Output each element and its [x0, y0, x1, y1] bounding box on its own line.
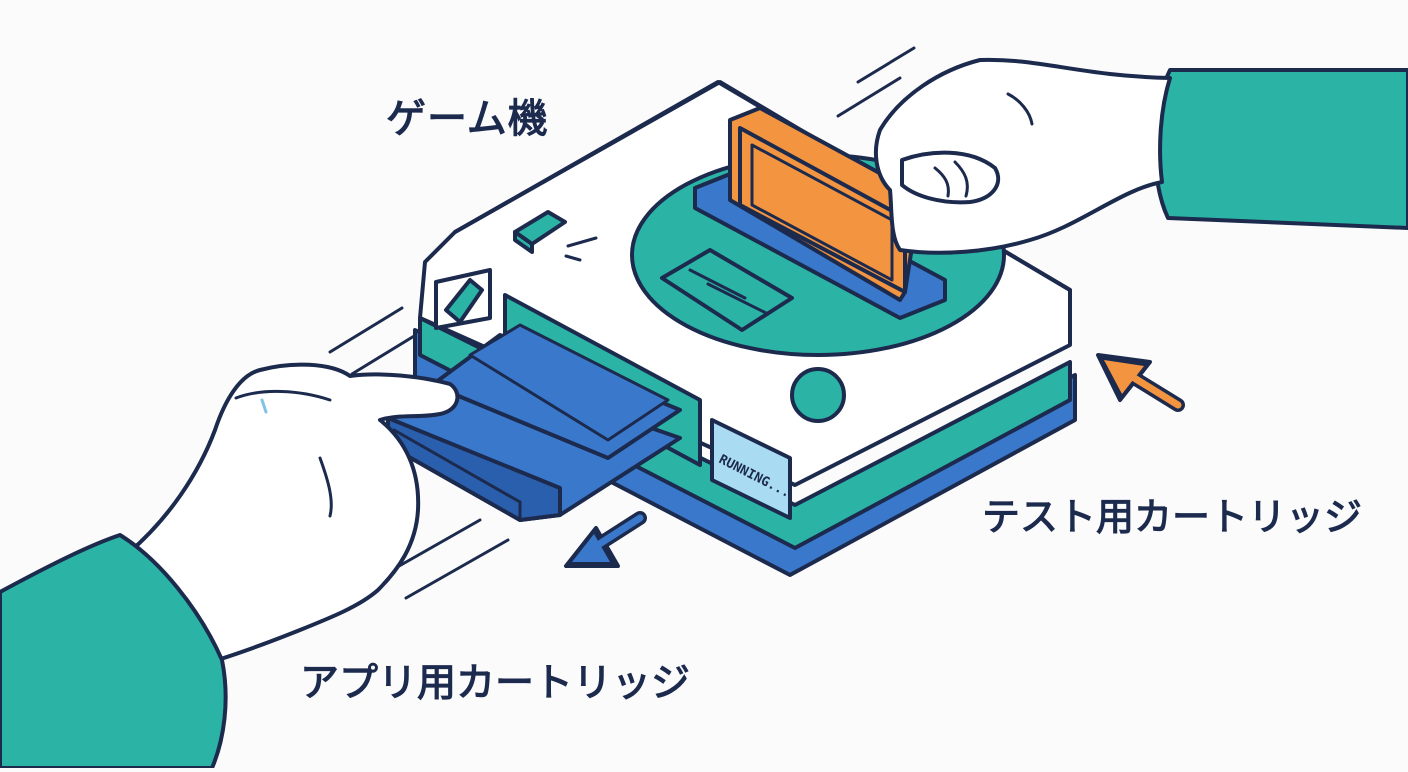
- eject-arrow-icon: [564, 511, 647, 568]
- insert-arrow-icon: [1096, 353, 1185, 412]
- console-side-band: [418, 316, 1072, 550]
- console-label: ゲーム機: [386, 96, 549, 142]
- test-cartridge: [693, 106, 947, 320]
- status-screen: [710, 418, 792, 520]
- power-button: [790, 367, 846, 423]
- app-cartridge-label: アプリ用カートリッジ: [300, 661, 691, 706]
- motion-lines-top: [836, 46, 916, 118]
- motion-lines-left: [328, 306, 426, 376]
- left-sleeve: [0, 533, 228, 770]
- left-hand: [0, 362, 460, 770]
- right-sleeve: [1152, 68, 1408, 230]
- app-cartridge: [386, 323, 682, 522]
- right-hand: [873, 57, 1408, 255]
- test-cartridge-label: テスト用カートリッジ: [982, 495, 1363, 539]
